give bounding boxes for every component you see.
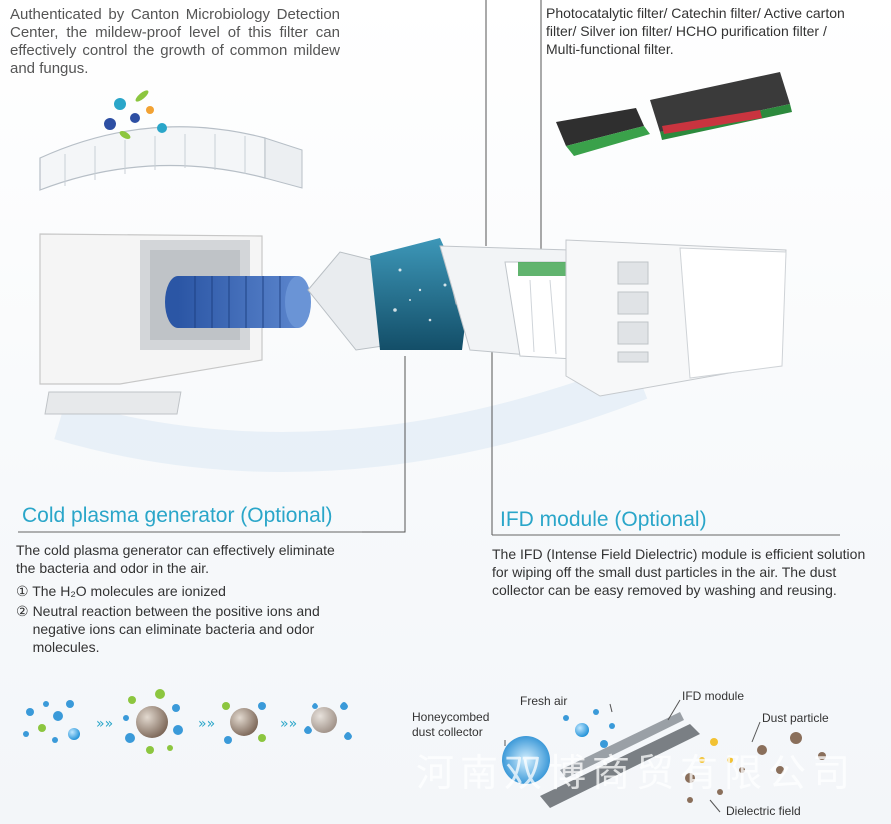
mildew-filter-description: Authenticated by Canton Microbiology Det…	[10, 6, 340, 77]
cold-plasma-step-1: ① The H₂O molecules are ionized	[16, 582, 226, 600]
cold-plasma-title: Cold plasma generator (Optional)	[22, 504, 333, 527]
ion-process-diagram: »» »» »»	[23, 689, 352, 754]
ifd-description: The IFD (Intense Field Dielectric) modul…	[492, 546, 866, 598]
ifd-module-label: IFD module	[682, 689, 745, 703]
cross-flow-fan	[165, 276, 311, 328]
dielectric-field-label: Dielectric field	[726, 804, 801, 818]
svg-text:»»: »»	[96, 716, 113, 732]
ifd-title: IFD module (Optional)	[500, 508, 707, 531]
step-2-number: ②	[16, 603, 29, 619]
honeycomb-collector	[502, 736, 550, 784]
front-panel	[565, 239, 787, 397]
mildew-spores	[104, 90, 167, 139]
watermark: 河南双博商贸有限公司	[416, 751, 857, 795]
ion-group-1	[23, 700, 80, 743]
ifd-diagram	[502, 699, 826, 813]
ion-group-3	[222, 702, 266, 744]
multi-function-filters	[556, 72, 792, 156]
step-2-text: Neutral reaction between the positive io…	[32, 603, 320, 655]
filter-types-description: Photocatalytic filter/ Catechin filter/ …	[546, 5, 845, 57]
svg-text:»»: »»	[280, 716, 297, 732]
mildew-proof-filter	[39, 126, 303, 191]
step-1-number: ①	[16, 583, 29, 599]
step-1-text: The H₂O molecules are ionized	[32, 583, 226, 599]
fresh-air-label: Fresh air	[520, 694, 568, 708]
dust-particle-label: Dust particle	[762, 711, 829, 725]
evaporator-coil	[307, 238, 468, 351]
honeycomb-label: Honeycombed dust collector	[412, 710, 490, 739]
cold-plasma-step-2: ② Neutral reaction between the positive …	[16, 602, 376, 656]
ion-group-4	[304, 702, 352, 740]
ion-group-2	[123, 689, 183, 754]
svg-text:»»: »»	[198, 716, 215, 732]
cold-plasma-description: The cold plasma generator can effectivel…	[16, 542, 335, 576]
